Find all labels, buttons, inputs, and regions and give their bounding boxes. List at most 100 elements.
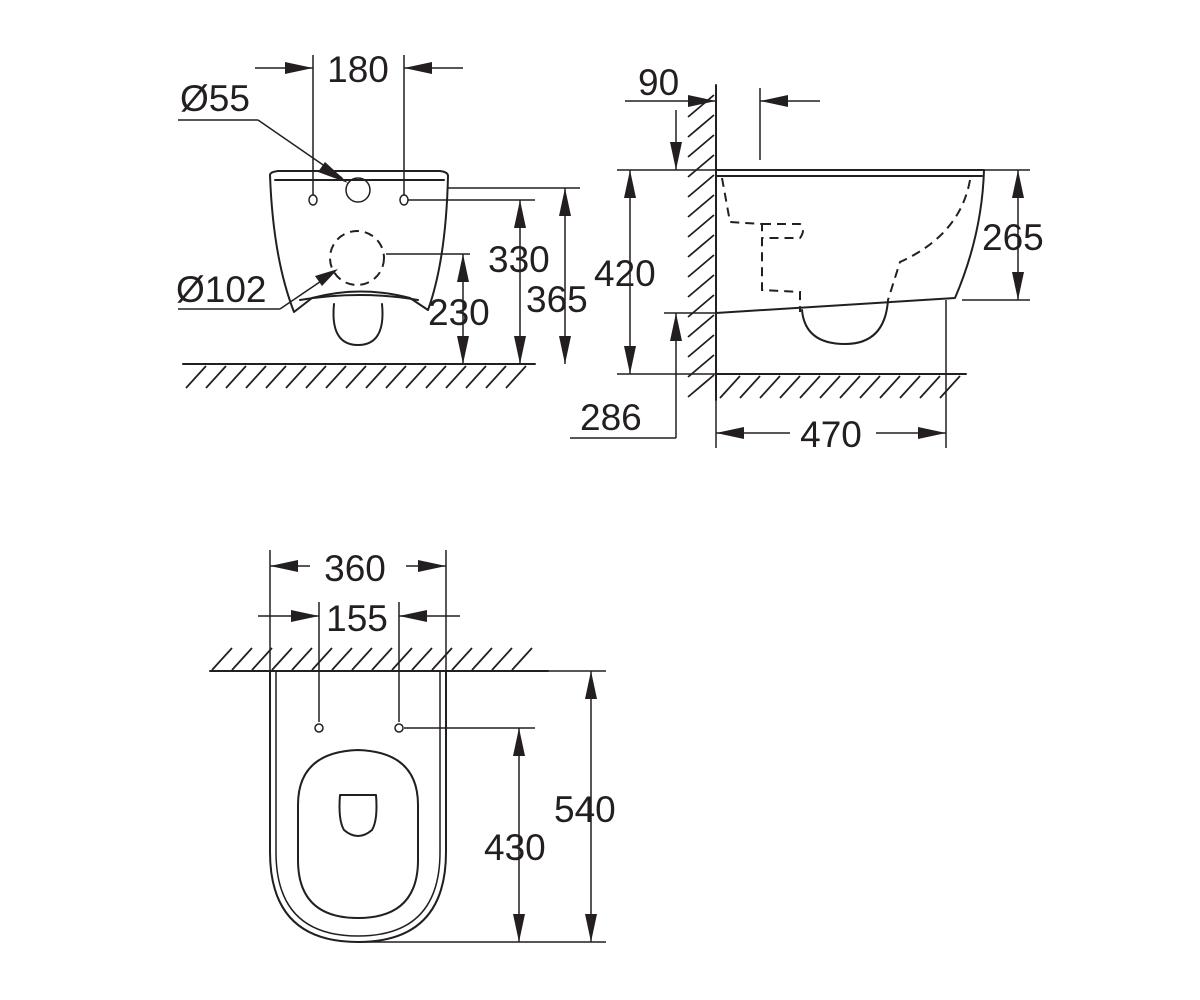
hatch-stroke <box>425 365 447 389</box>
arrow-330-bottom <box>514 336 526 364</box>
hatch-stroke <box>687 194 715 218</box>
hatch-stroke <box>799 375 821 399</box>
side-bowl-outline <box>715 169 985 314</box>
top-seat-opening <box>297 749 419 919</box>
dim-155-label: 155 <box>326 598 388 639</box>
dim-540-label: 540 <box>554 789 616 830</box>
top-inner-trap <box>338 794 378 837</box>
side-hidden-inlet <box>762 223 804 239</box>
hatch-stroke <box>687 174 715 198</box>
hatch-stroke <box>251 647 273 671</box>
hatch-stroke <box>211 647 233 671</box>
hatch-stroke <box>839 375 861 399</box>
hatch-stroke <box>505 365 527 389</box>
arrow-360-right <box>418 560 446 572</box>
hatch-stroke <box>265 365 287 389</box>
hatch-stroke <box>919 375 941 399</box>
hatch-stroke <box>687 114 715 138</box>
front-inlet-hole <box>345 177 371 203</box>
hatch-stroke <box>687 214 715 238</box>
hatch-stroke <box>331 647 353 671</box>
dim-420-label: 420 <box>594 253 656 294</box>
arrow-180-right <box>404 62 432 74</box>
hatch-stroke <box>939 375 961 399</box>
side-hidden-trap <box>721 177 801 312</box>
hatch-stroke <box>859 375 881 399</box>
hatch-stroke <box>291 647 313 671</box>
side-floor-hatch <box>719 375 961 399</box>
arrow-180-left <box>285 62 313 74</box>
hatch-stroke <box>385 365 407 389</box>
side-view: 90 420 265 286 470 <box>570 62 1044 455</box>
hatch-stroke <box>325 365 347 389</box>
arrow-420-upper <box>670 142 682 170</box>
top-outline <box>269 670 447 943</box>
arrow-365-top <box>559 188 571 216</box>
hatch-stroke <box>471 647 493 671</box>
front-outlet-spout <box>332 303 384 346</box>
hatch-stroke <box>365 365 387 389</box>
hatch-stroke <box>879 375 901 399</box>
front-outlet-hole <box>329 230 385 286</box>
arrow-540-top <box>585 671 597 699</box>
front-fixing-hole-left <box>308 194 318 206</box>
hatch-stroke <box>465 365 487 389</box>
hatch-stroke <box>779 375 801 399</box>
hatch-stroke <box>245 365 267 389</box>
top-fixing-hole-left <box>314 723 324 733</box>
arrow-540-bottom <box>585 914 597 942</box>
side-hidden-bowl <box>887 179 971 301</box>
arrow-265-bottom <box>1012 272 1024 300</box>
front-floor-hatch <box>185 365 527 389</box>
hatch-stroke <box>687 234 715 258</box>
top-wall-hatch <box>211 647 533 671</box>
hatch-stroke <box>687 94 715 118</box>
arrow-470-left <box>716 427 744 439</box>
dim-286-label: 286 <box>580 397 642 438</box>
hatch-stroke <box>687 334 715 358</box>
arrow-d55 <box>318 162 348 183</box>
hatch-stroke <box>431 647 453 671</box>
dim-d55-label: Ø55 <box>180 78 250 119</box>
hatch-stroke <box>305 365 327 389</box>
front-fixing-hole-right <box>399 194 409 206</box>
dim-470-label: 470 <box>800 414 862 455</box>
dim-265-label: 265 <box>982 217 1044 258</box>
arrow-430-bottom <box>513 914 525 942</box>
hatch-stroke <box>687 134 715 158</box>
hatch-stroke <box>271 647 293 671</box>
dim-180-label: 180 <box>327 49 389 90</box>
top-outline-inner <box>275 671 441 937</box>
arrow-155-left <box>291 610 319 622</box>
hatch-stroke <box>411 647 433 671</box>
hatch-stroke <box>491 647 513 671</box>
front-bowl-outline <box>269 170 449 313</box>
dim-d102-label: Ø102 <box>176 269 267 310</box>
top-view: 360 155 430 540 <box>209 548 616 943</box>
hatch-stroke <box>231 647 253 671</box>
hatch-stroke <box>185 365 207 389</box>
hatch-stroke <box>819 375 841 399</box>
arrow-230-top <box>457 254 469 282</box>
hatch-stroke <box>391 647 413 671</box>
hatch-stroke <box>311 647 333 671</box>
arrow-330-top <box>514 200 526 228</box>
arrow-230-bottom <box>457 336 469 364</box>
hatch-stroke <box>225 365 247 389</box>
arrow-420-bottom <box>624 346 636 374</box>
hatch-stroke <box>687 154 715 178</box>
arrow-430-top <box>513 728 525 756</box>
dim-330-label: 330 <box>488 239 550 280</box>
hatch-stroke <box>285 365 307 389</box>
hatch-stroke <box>205 365 227 389</box>
dim-360-label: 360 <box>324 548 386 589</box>
hatch-stroke <box>687 254 715 278</box>
top-fixing-hole-right <box>394 723 404 733</box>
hatch-stroke <box>445 365 467 389</box>
hatch-stroke <box>451 647 473 671</box>
front-base-curve <box>299 294 419 301</box>
arrow-470-right <box>918 427 946 439</box>
hatch-stroke <box>351 647 373 671</box>
hatch-stroke <box>511 647 533 671</box>
